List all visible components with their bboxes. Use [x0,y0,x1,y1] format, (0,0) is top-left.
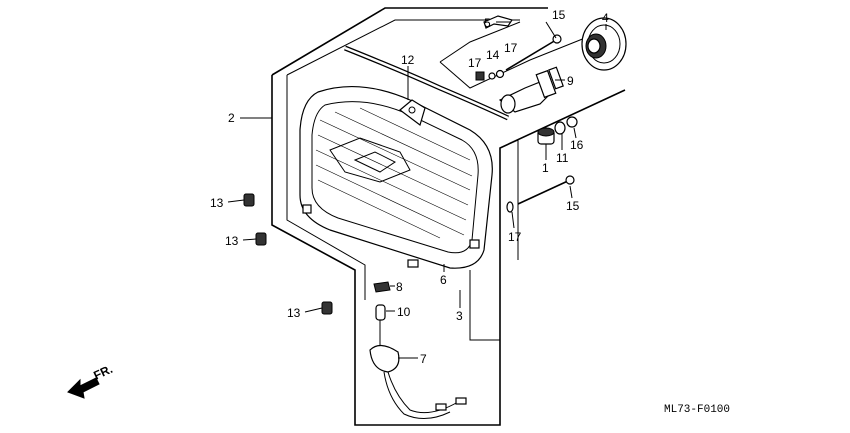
headlight-bulb [498,66,564,114]
callout-14: 14 [486,48,500,62]
position-light-parts [369,281,467,419]
headlight-unit [299,85,493,269]
leader-lines [227,21,607,359]
diagram-code: ML73-F0100 [664,404,730,416]
callout-5: 5 [484,16,491,30]
callout-12: 12 [401,53,415,67]
callout-7: 7 [420,352,427,366]
callout-3: 3 [456,309,463,323]
adjuster-parts [537,116,578,145]
bulb-cover [581,17,627,71]
callout-8: 8 [396,280,403,294]
callout-1: 1 [542,161,549,175]
callout-labels: 1 2 3 4 5 6 7 8 9 10 11 12 13 13 13 14 1… [210,8,609,366]
callout-16: 16 [570,138,584,152]
front-direction-indicator: FR. [67,362,115,399]
callout-13c: 13 [287,306,301,320]
lower-screw-set [506,175,575,213]
front-direction-label: FR. [91,362,114,383]
callout-17b: 17 [504,41,518,55]
callout-13a: 13 [210,196,224,210]
callout-10: 10 [397,305,411,319]
callout-17c: 17 [508,230,522,244]
grommets [243,193,333,315]
callout-11: 11 [556,151,569,165]
callout-15b: 15 [566,199,580,213]
callout-15a: 15 [552,8,566,22]
callout-13b: 13 [225,234,239,248]
front-arrow-icon [67,377,100,399]
callout-17a: 17 [468,56,482,70]
callout-2: 2 [228,111,235,125]
callout-9: 9 [567,74,574,88]
callout-4: 4 [602,11,609,25]
callout-6: 6 [440,273,447,287]
